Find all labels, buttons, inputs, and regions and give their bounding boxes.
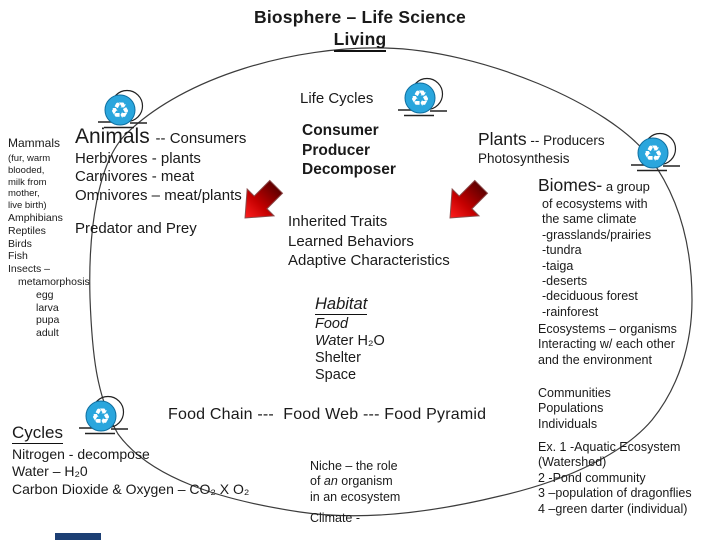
mammals-detail-line: live birth) xyxy=(8,200,47,212)
habitat-block: Habitat Food Water H₂O Shelter Space xyxy=(315,295,385,384)
biomes-heading-row: Biomes- a group xyxy=(538,175,650,196)
example-line: 3 –population of dragonflies xyxy=(538,486,692,501)
biomes-list: of ecosystems with the same climate -gra… xyxy=(542,197,651,320)
biome-line: of ecosystems with xyxy=(542,197,648,211)
ecosystems-line: Interacting w/ each other xyxy=(538,337,675,352)
biome-line: the same climate xyxy=(542,212,637,227)
cpd-line: Producer xyxy=(302,141,371,159)
animals-block: Animals -- Consumers Herbivores - plants… xyxy=(75,125,247,239)
niche-line1: Niche – the role xyxy=(310,459,398,473)
habitat-heading: Habitat xyxy=(315,295,368,315)
mammals-heading: Mammals xyxy=(8,136,61,150)
animals-line: Herbivores - plants xyxy=(75,149,201,167)
plants-heading: Plants xyxy=(478,129,527,149)
traits-block: Inherited Traits Learned Behaviors Adapt… xyxy=(288,212,450,271)
class-line: Birds xyxy=(8,237,32,250)
plants-block: Plants -- Producers Photosynthesis xyxy=(478,130,605,168)
slide-title: Biosphere – Life Science Living xyxy=(0,6,720,52)
example-line: 4 –green darter (individual) xyxy=(538,501,688,516)
stage-line: pupa xyxy=(36,314,60,327)
cycles-list: Nitrogen - decompose Water – H₂0 Carbon … xyxy=(12,446,249,498)
cpd-line: Consumer xyxy=(302,122,379,139)
ecosystems-line: Ecosystems – organisms xyxy=(538,322,677,336)
animals-line: Omnivores – meat/plants xyxy=(75,186,242,204)
level-line: Communities xyxy=(538,386,611,400)
cycles-line: Nitrogen - decompose xyxy=(12,446,150,462)
biomes-suffix: a group xyxy=(605,179,650,194)
stage-line: egg xyxy=(36,288,54,301)
predator-prey-label: Predator and Prey xyxy=(75,220,197,237)
example-line: Ex. 1 -Aquatic Ecosystem xyxy=(538,440,681,454)
ecosystems-block: Ecosystems – organisms Interacting w/ ea… xyxy=(538,322,677,368)
ecosystems-line: and the environment xyxy=(538,352,652,367)
cpd-line: Decomposer xyxy=(302,161,396,178)
class-line: Fish xyxy=(8,250,28,263)
cycles-line: Carbon Dioxide & Oxygen – CO₂ X O₂ xyxy=(12,480,250,497)
bottom-edge-artifact xyxy=(55,533,101,540)
example-line: 2 -Pond community xyxy=(538,470,646,485)
title-line1: Biosphere – Life Science xyxy=(254,7,466,27)
class-line: Insects – xyxy=(8,263,51,276)
biome-line: -rainforest xyxy=(542,304,599,319)
niche-line2: of an organism xyxy=(310,474,393,489)
animal-classes-list: Amphibians Reptiles Birds Fish Insects –… xyxy=(8,212,90,340)
class-line: Reptiles xyxy=(8,224,46,237)
examples-block: Ex. 1 -Aquatic Ecosystem (Watershed) 2 -… xyxy=(538,440,692,517)
mammals-detail-line: mother, xyxy=(8,188,40,200)
mammals-detail-line: blooded, xyxy=(8,164,45,176)
class-line: Amphibians xyxy=(8,212,63,224)
habitat-shelter: Shelter xyxy=(315,350,361,366)
animals-line: Carnivores - meat xyxy=(75,168,195,185)
title-line2: Living xyxy=(333,29,387,52)
trait-line: Learned Behaviors xyxy=(288,232,414,250)
biome-line: -grasslands/prairies xyxy=(542,227,652,242)
recycle-icon-right xyxy=(630,132,681,172)
plants-suffix: -- Producers xyxy=(530,133,605,148)
consumer-producer-decomposer: Consumer Producer Decomposer xyxy=(302,121,396,180)
biosphere-oval xyxy=(89,47,693,517)
biome-line: -tundra xyxy=(542,243,582,258)
biome-line: -deciduous forest xyxy=(542,289,638,304)
stage-line: larva xyxy=(36,301,59,314)
trait-line: Adaptive Characteristics xyxy=(288,252,450,269)
metamorphosis-label: metamorphosis xyxy=(18,275,90,288)
habitat-water: Water H₂O xyxy=(315,333,385,349)
animals-heading: Animals xyxy=(75,125,150,148)
habitat-food: Food xyxy=(315,316,349,332)
niche-block: Niche – the role of an organism in an ec… xyxy=(310,459,400,505)
photosynthesis-label: Photosynthesis xyxy=(478,151,570,166)
cycles-line: Water – H₂0 xyxy=(12,463,88,480)
trait-line: Inherited Traits xyxy=(288,213,388,230)
habitat-space: Space xyxy=(315,367,357,383)
food-chain-row: Food Chain --- Food Web --- Food Pyramid xyxy=(168,406,487,423)
mammals-detail-line: milk from xyxy=(8,176,47,188)
organization-levels-block: Communities Populations Individuals xyxy=(538,386,611,432)
cycles-heading: Cycles xyxy=(12,423,64,444)
recycle-icon-bottom-left xyxy=(78,395,129,435)
example-line: (Watershed) xyxy=(538,455,607,470)
biome-line: -taiga xyxy=(542,258,574,273)
climate-label: Climate - xyxy=(310,511,361,525)
animals-suffix: -- Consumers xyxy=(155,130,247,147)
recycle-icon-top-center xyxy=(397,77,448,117)
biomes-heading: Biomes- xyxy=(538,175,603,195)
mammals-detail-line: (fur, warm xyxy=(8,153,51,164)
level-line: Populations xyxy=(538,401,604,416)
biome-line: -deserts xyxy=(542,274,588,289)
mammals-detail-list: (fur, warm blooded, milk from mother, li… xyxy=(8,153,50,212)
level-line: Individuals xyxy=(538,416,598,431)
life-cycles-label: Life Cycles xyxy=(300,90,374,107)
niche-line3: in an ecosystem xyxy=(310,489,401,504)
stage-line: adult xyxy=(36,327,59,340)
